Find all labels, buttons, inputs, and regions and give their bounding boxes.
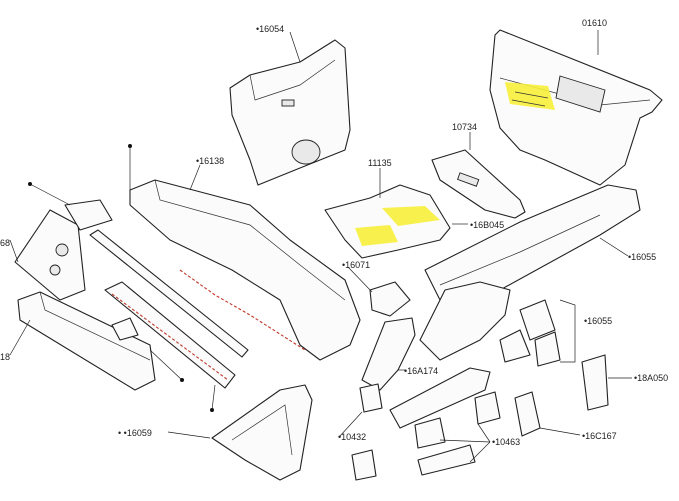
part-lower-rail-right [389, 367, 491, 429]
label-10463: •10463 [492, 437, 520, 447]
highlight-11135a [382, 206, 440, 226]
leader-bullets [28, 144, 214, 412]
part-labels: •16054 01610 •16138 10734 11135 •16B045 … [0, 18, 668, 447]
part-16C167 [514, 391, 541, 437]
part-inner-apron [419, 281, 511, 361]
label-16055-top: •16055 [628, 252, 656, 262]
part-16138-rail [129, 179, 361, 361]
label-10432: •10432 [338, 432, 366, 442]
part-left-panel [14, 199, 113, 301]
label-10734: 10734 [452, 122, 477, 132]
part-left-lower-rail [17, 291, 156, 391]
annotation-16138 [179, 269, 306, 351]
annotation-crossmember [111, 293, 229, 381]
highlight-11135b [355, 225, 398, 246]
part-10432 [351, 383, 383, 481]
part-16B045-apron [424, 184, 641, 301]
part-16071-bracket [369, 281, 411, 317]
highlight-01610 [505, 82, 555, 110]
part-10463 [414, 391, 501, 476]
label-16C167: •16C167 [582, 431, 617, 441]
part-16059-brace [211, 384, 313, 481]
part-tie-rod [89, 229, 249, 358]
label-16B045: •16B045 [470, 220, 504, 230]
label-11135: 11135 [368, 158, 392, 168]
leader-lines [9, 30, 632, 463]
label-16054: •16054 [256, 24, 284, 34]
label-01610: 01610 [582, 18, 607, 28]
part-18A050 [581, 354, 609, 411]
label-16138: •16138 [196, 156, 224, 166]
label-16055-mid: •16055 [584, 316, 612, 326]
part-10734-bracket [431, 149, 526, 219]
label-18A050: •18A050 [634, 373, 668, 383]
part-16054-panel [229, 39, 351, 186]
label-16071: •16071 [342, 260, 370, 270]
part-16A174 [361, 317, 416, 391]
label-16059: • •16059 [118, 428, 152, 438]
part-crossmember [104, 281, 236, 389]
label-18: 18 [0, 352, 10, 362]
label-68: 68 [0, 238, 10, 248]
part-01610-cowl [489, 29, 663, 186]
part-16055-brackets [499, 299, 561, 367]
label-16A174: •16A174 [404, 366, 438, 376]
part-11135-pan [324, 184, 451, 259]
